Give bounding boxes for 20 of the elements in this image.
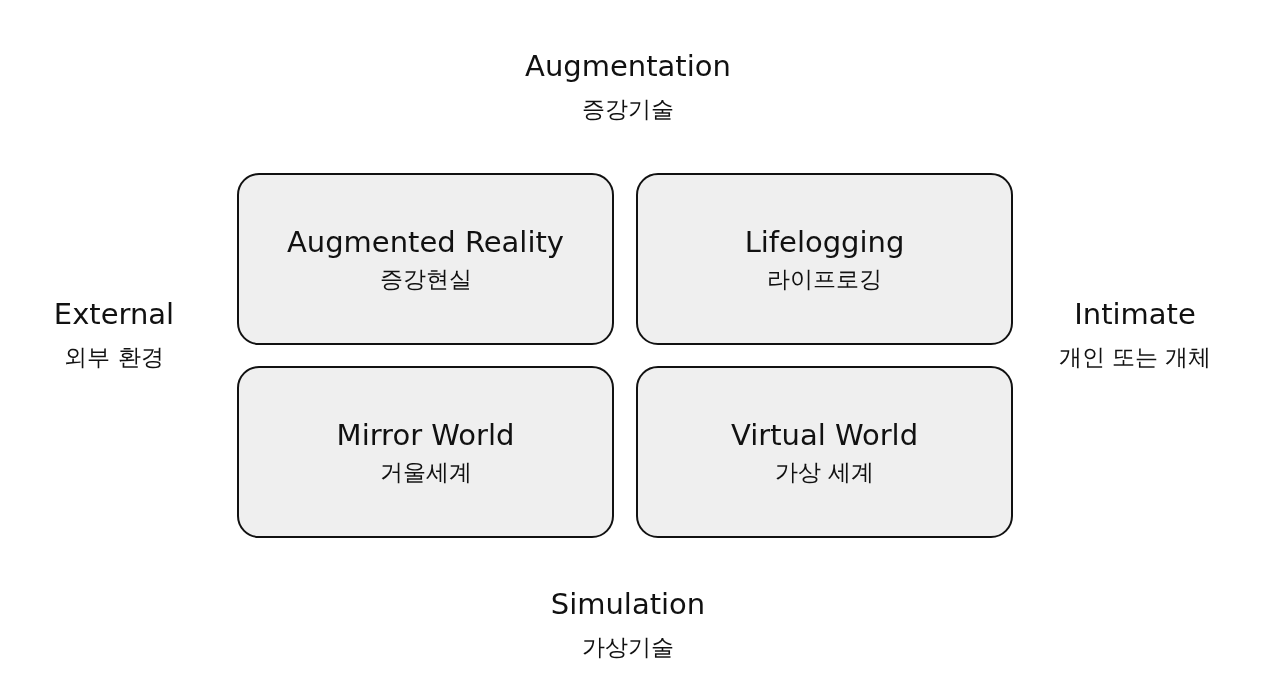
quadrant-box: [636, 366, 1013, 538]
axis-sublabel: 증강기술: [582, 95, 674, 124]
quadrant-subtitle: 거울세계: [379, 458, 472, 487]
axis-label: Augmentation: [525, 48, 731, 85]
quadrant-title: Lifelogging: [744, 224, 905, 261]
axis-label: Simulation: [550, 586, 706, 623]
quadrant-box: [237, 173, 614, 345]
axis-sublabel: 가상기술: [582, 633, 674, 662]
quadrant-title: Virtual World: [730, 417, 919, 454]
axis-label: Intimate: [1074, 296, 1196, 333]
quadrant-title: Augmented Reality: [286, 224, 564, 261]
quadrant-subtitle: 증강현실: [379, 265, 472, 294]
quadrant-subtitle: 가상 세계: [774, 458, 875, 487]
axis-sublabel: 개인 또는 개체: [1058, 343, 1212, 372]
axis-label: External: [53, 296, 175, 333]
quadrant-subtitle: 라이프로깅: [767, 265, 882, 294]
quadrant-box: [636, 173, 1013, 345]
quadrant-box: [237, 366, 614, 538]
axis-sublabel: 외부 환경: [64, 343, 164, 372]
quadrant-title: Mirror World: [336, 417, 515, 454]
